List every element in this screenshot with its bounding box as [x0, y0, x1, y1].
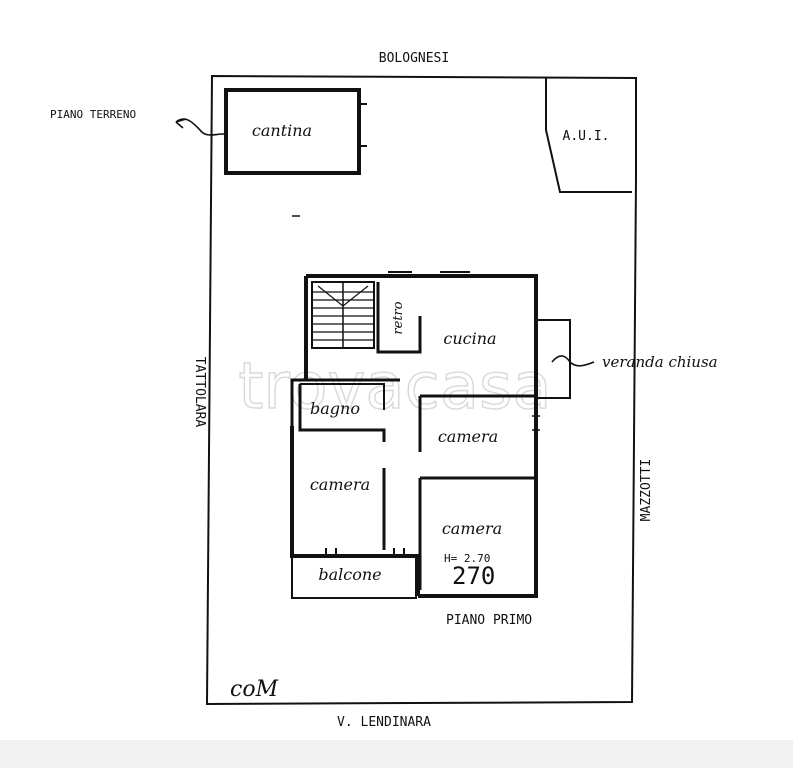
ground-floor-arrow	[175, 118, 225, 136]
street-west: TATTOLARA	[192, 357, 207, 428]
bedroom-right-label: camera	[442, 519, 502, 538]
retro-label: retro	[391, 301, 406, 334]
corner-note: coM	[230, 677, 279, 702]
height-note: H= 2.70	[444, 552, 490, 565]
aui-label: A.U.I.	[563, 129, 610, 144]
property-boundary	[205, 74, 637, 706]
street-north: BOLOGNESI	[379, 51, 449, 66]
first-floor-label: PIANO PRIMO	[446, 613, 532, 628]
balcony-label: balcone	[318, 565, 381, 584]
street-east: MAZZOTTI	[639, 459, 654, 522]
bedroom-mid-label: camera	[438, 427, 498, 446]
bedroom-left-label: camera	[310, 475, 370, 494]
street-south: V. LENDINARA	[337, 715, 431, 730]
aui-block	[545, 78, 632, 193]
watermark: trovacasa	[238, 350, 551, 424]
bath-label: bagno	[310, 399, 360, 418]
cellar-label: cantina	[252, 121, 312, 140]
veranda-arrow	[551, 355, 595, 367]
height-value: 270	[452, 562, 495, 590]
bottom-margin	[0, 740, 793, 768]
ground-floor-label: PIANO TERRENO	[50, 108, 136, 121]
veranda-label: veranda chiusa	[602, 353, 718, 371]
first-floor-plan	[290, 271, 571, 599]
kitchen-label: cucina	[443, 329, 496, 348]
cellar-room	[224, 88, 361, 175]
